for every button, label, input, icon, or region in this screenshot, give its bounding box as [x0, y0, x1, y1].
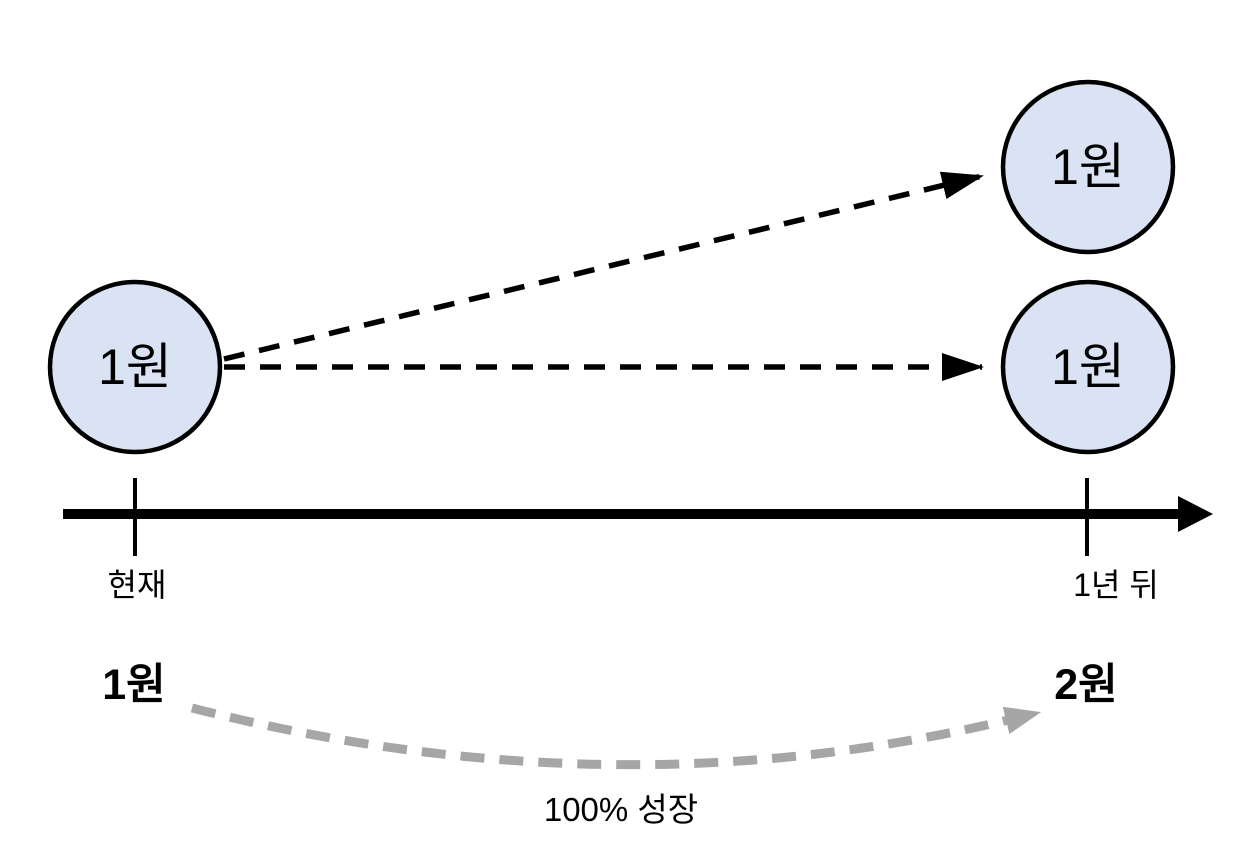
transfer-arrow-top [223, 171, 984, 362]
timeline-label-present: 현재 [108, 567, 167, 603]
future-coin-top-label: 1원 [1051, 139, 1125, 195]
timeline-label-future: 1년 뒤 [1073, 567, 1159, 603]
future-total-label: 2원 [1054, 661, 1117, 709]
future-coin-bottom-label: 1원 [1051, 339, 1125, 395]
timeline-arrowhead-icon [1178, 496, 1213, 532]
present-coin-circle [47, 279, 223, 455]
growth-label: 100% 성장 [544, 791, 698, 828]
growth-arrow [190, 703, 1042, 770]
present-total-label: 1원 [102, 661, 165, 709]
future-coin-top-circle [1000, 79, 1176, 255]
future-coin-bottom-circle [1000, 279, 1176, 455]
present-coin-label: 1원 [98, 339, 172, 395]
